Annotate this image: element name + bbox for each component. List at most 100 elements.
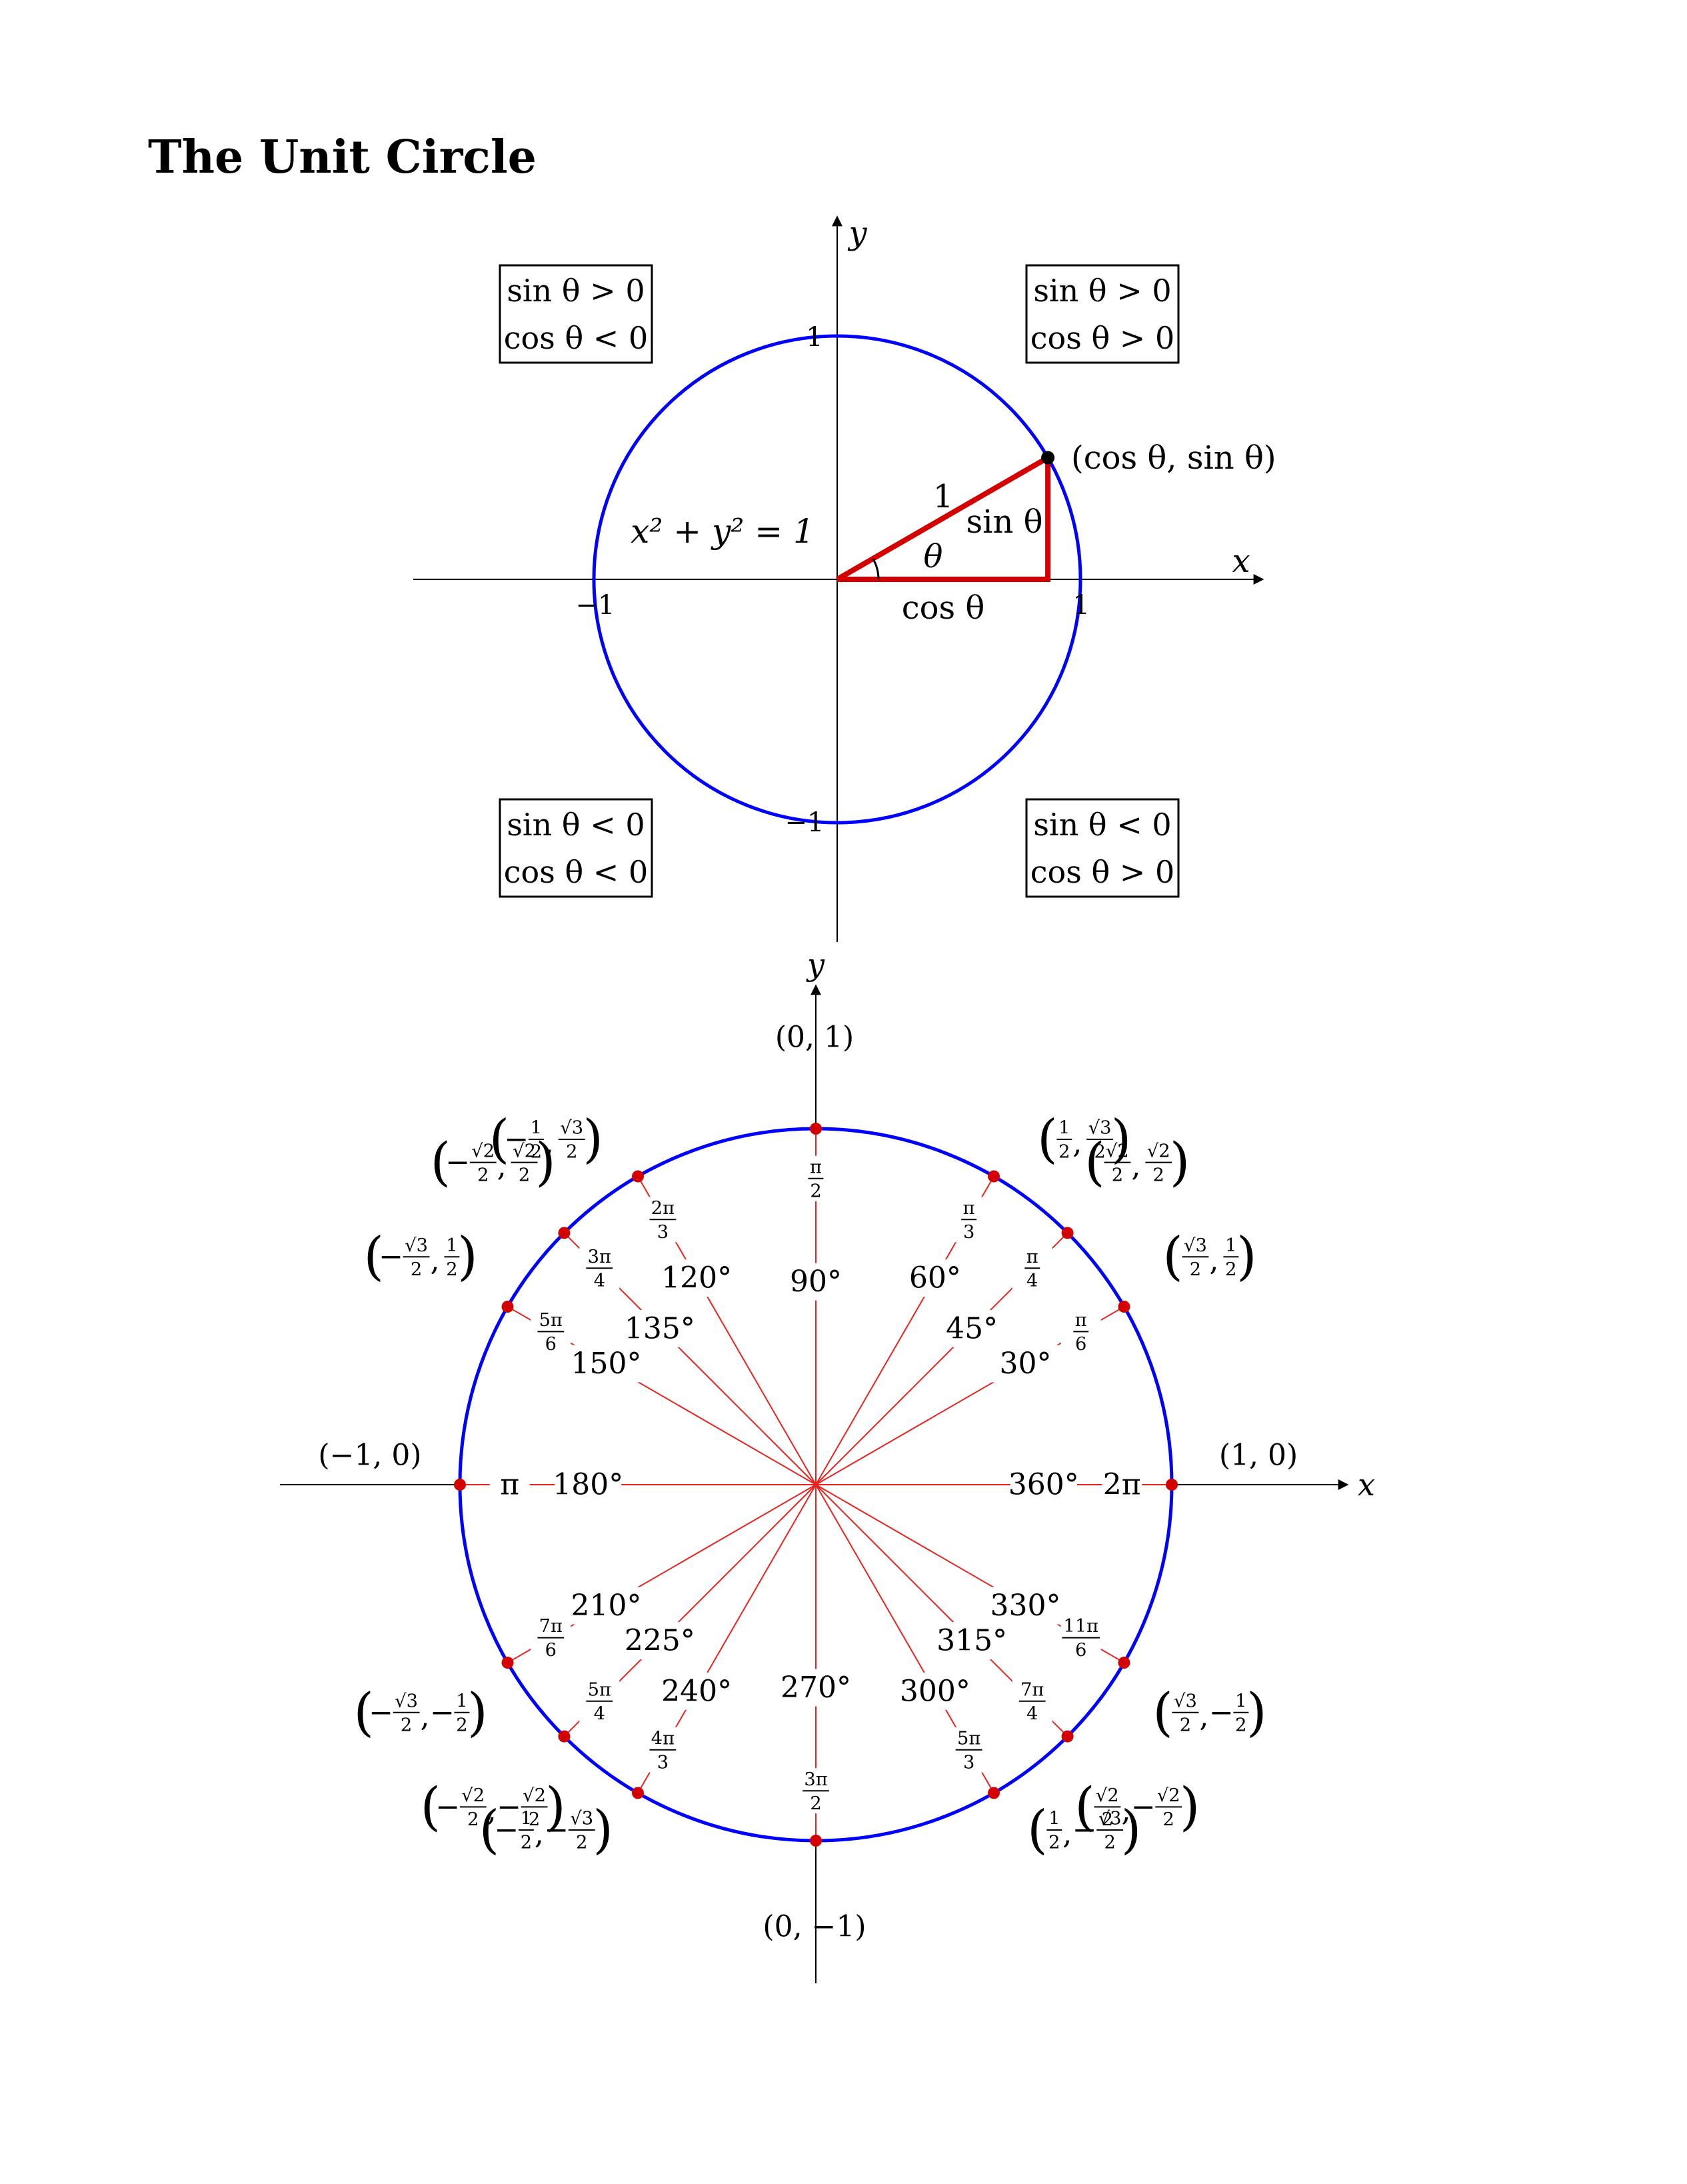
rad-label-315: 7π4 bbox=[1018, 1679, 1046, 1724]
top-angle-arc bbox=[872, 558, 880, 580]
rad-label-300: 5π3 bbox=[955, 1728, 982, 1773]
point-label-45-lparen: ( bbox=[1084, 1133, 1104, 1193]
rad-label-135-num: 3π bbox=[588, 1247, 611, 1267]
point-label-225-lparen: ( bbox=[421, 1777, 441, 1837]
point-label-240-rparen: ) bbox=[593, 1800, 613, 1860]
point-label-225-x-num: √2 bbox=[461, 1785, 485, 1806]
point-135 bbox=[558, 1227, 571, 1239]
deg-label-225: 225° bbox=[625, 1624, 695, 1658]
rad-label-90-den: 2 bbox=[810, 1181, 821, 1201]
point-label-330-y-den: 2 bbox=[1235, 1715, 1246, 1735]
rad-label-90-num: π bbox=[810, 1157, 822, 1177]
rad-label-135: 3π4 bbox=[586, 1247, 613, 1291]
deg-label-120: 120° bbox=[661, 1261, 732, 1295]
point-label-135-y-den: 2 bbox=[519, 1165, 530, 1185]
point-label-210-y-num: 1 bbox=[456, 1691, 467, 1711]
point-label-225-y-num: √2 bbox=[523, 1785, 546, 1806]
deg-label-bg-300 bbox=[901, 1672, 968, 1710]
rad-label-150-den: 6 bbox=[545, 1334, 557, 1355]
point-label-60-x-den: 2 bbox=[1058, 1142, 1070, 1163]
top-adj-label: cos θ bbox=[902, 589, 985, 627]
rad-label-300-num: 5π bbox=[957, 1728, 980, 1749]
rad-label-45-num: π bbox=[1026, 1247, 1038, 1267]
rad-label-330-den: 6 bbox=[1075, 1640, 1086, 1661]
point-label-240-y-sign: − bbox=[544, 1813, 569, 1847]
quadrant-q3-sin: sin θ < 0 bbox=[507, 807, 645, 843]
point-label-120-y-num: √3 bbox=[560, 1118, 583, 1139]
rad-label-0: 2π bbox=[1103, 1468, 1141, 1502]
point-label-135-comma: , bbox=[497, 1149, 507, 1183]
point-label-135-x-den: 2 bbox=[477, 1165, 489, 1185]
point-label-225-y-den: 2 bbox=[529, 1809, 540, 1830]
point-label-45-rparen: ) bbox=[1170, 1133, 1190, 1193]
point-label-225-y-sign: − bbox=[497, 1790, 521, 1824]
top-point-marker bbox=[1041, 451, 1055, 465]
deg-label-315: 315° bbox=[936, 1624, 1007, 1658]
rad-label-225-num: 5π bbox=[588, 1679, 611, 1700]
rad-label-bg-180 bbox=[489, 1462, 530, 1507]
deg-label-bg-150 bbox=[573, 1345, 640, 1383]
deg-label-bg-60 bbox=[901, 1259, 968, 1297]
top-hyp-label: 1 bbox=[933, 478, 954, 515]
point-label-135-x-num: √2 bbox=[471, 1141, 495, 1161]
deg-label-135: 135° bbox=[625, 1311, 695, 1345]
quadrant-q2-sin: sin θ > 0 bbox=[507, 273, 645, 309]
rad-label-180: π bbox=[500, 1468, 519, 1502]
point-label-240-x-sign: − bbox=[494, 1813, 519, 1847]
point-label-210-rparen: ) bbox=[467, 1683, 487, 1743]
rad-label-315-num: 7π bbox=[1020, 1679, 1044, 1700]
quadrant-q1-cos: cos θ > 0 bbox=[1030, 320, 1174, 356]
point-label-45: (√22,√22) bbox=[1084, 1133, 1190, 1193]
point-label-150-comma: , bbox=[431, 1244, 440, 1278]
point-label-315-x-num: √2 bbox=[1096, 1785, 1119, 1806]
quadrant-q4-cos: cos θ > 0 bbox=[1030, 854, 1174, 890]
rad-label-135-den: 4 bbox=[594, 1271, 605, 1291]
point-330 bbox=[1118, 1657, 1130, 1669]
rad-label-270: 3π2 bbox=[803, 1769, 829, 1814]
point-label-0: (1, 0) bbox=[1219, 1439, 1298, 1473]
quadrant-box-q2 bbox=[499, 264, 653, 364]
point-label-225-comma: , bbox=[487, 1794, 497, 1828]
rad-label-270-den: 2 bbox=[810, 1793, 821, 1814]
point-label-30-y-den: 2 bbox=[1225, 1259, 1236, 1280]
point-label-30-lparen: ( bbox=[1162, 1227, 1182, 1287]
rad-label-120: 2π3 bbox=[649, 1198, 677, 1243]
point-label-30-x-num: √3 bbox=[1184, 1235, 1207, 1256]
deg-label-bg-135 bbox=[626, 1309, 693, 1347]
rad-label-120-den: 3 bbox=[657, 1222, 669, 1243]
rad-label-60: π3 bbox=[961, 1198, 977, 1243]
point-label-315-y-den: 2 bbox=[1163, 1809, 1174, 1830]
point-label-90-text: (0, 1) bbox=[775, 1021, 854, 1055]
quadrant-box-q1 bbox=[1025, 264, 1180, 364]
deg-label-bg-330 bbox=[992, 1587, 1059, 1625]
point-label-60-y-den: 2 bbox=[1094, 1142, 1105, 1163]
point-label-315-x-den: 2 bbox=[1102, 1809, 1113, 1830]
top-tick-y-neg: −1 bbox=[785, 807, 825, 838]
point-label-30-comma: , bbox=[1209, 1244, 1218, 1278]
deg-label-300: 300° bbox=[900, 1674, 970, 1708]
deg-label-bg-30 bbox=[992, 1345, 1059, 1383]
bottom-y-axis-label: y bbox=[806, 947, 825, 983]
point-45 bbox=[1061, 1227, 1074, 1239]
rad-label-270-num: 3π bbox=[804, 1769, 827, 1790]
point-label-240-x-num: 1 bbox=[521, 1809, 532, 1829]
rad-label-210: 7π6 bbox=[537, 1616, 565, 1661]
point-label-330-lparen: ( bbox=[1152, 1683, 1172, 1743]
point-label-150-x-den: 2 bbox=[411, 1259, 422, 1280]
deg-label-bg-180 bbox=[555, 1466, 622, 1503]
point-label-300-y-sign: − bbox=[1072, 1813, 1097, 1847]
point-label-210-lparen: ( bbox=[353, 1683, 373, 1743]
point-label-300-y-num: √3 bbox=[1098, 1809, 1122, 1829]
deg-label-bg-270 bbox=[783, 1669, 849, 1707]
point-label-120-lparen: ( bbox=[489, 1109, 509, 1169]
point-label-240-y-den: 2 bbox=[576, 1833, 587, 1853]
rad-label-90: π2 bbox=[808, 1157, 824, 1201]
point-label-225-rparen: ) bbox=[545, 1777, 565, 1837]
point-label-315-y-num: √2 bbox=[1157, 1785, 1180, 1806]
point-label-180-text: (−1, 0) bbox=[318, 1439, 421, 1473]
point-label-315: (√22,−√22) bbox=[1074, 1777, 1200, 1837]
point-label-150-x-sign: − bbox=[379, 1240, 403, 1274]
point-label-240-y-num: √3 bbox=[570, 1809, 593, 1829]
point-label-0-text: (1, 0) bbox=[1219, 1439, 1298, 1473]
point-label-210-x-sign: − bbox=[369, 1695, 393, 1729]
